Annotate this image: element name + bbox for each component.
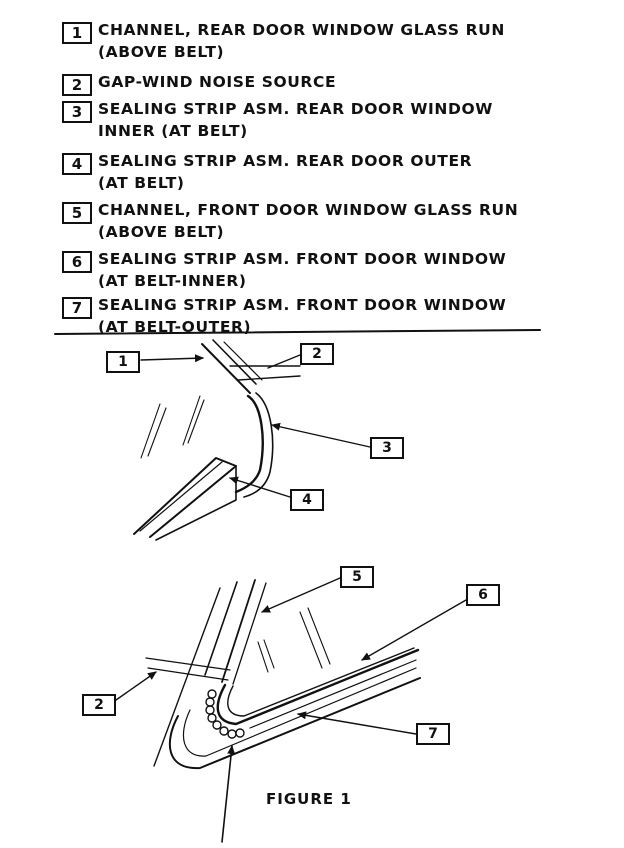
- gap-indicator: [229, 365, 301, 381]
- gap-indicator-front: [145, 657, 231, 681]
- rear-door-glass-run-channel: [201, 343, 251, 394]
- section-divider: [54, 329, 541, 335]
- glass-reflection-marks: [140, 395, 205, 459]
- leader-line-1: [140, 354, 204, 363]
- legend-line-1: SEALING STRIP ASM. REAR DOOR WINDOW: [98, 100, 493, 118]
- legend-number-box: 1: [62, 22, 92, 44]
- legend-number-box: 6: [62, 251, 92, 273]
- legend-description: SEALING STRIP ASM. FRONT DOOR WINDOW (AT…: [98, 248, 506, 292]
- callout-box-3: 3: [370, 437, 404, 459]
- legend-line-2: (AT BELT-INNER): [98, 272, 247, 290]
- callout-box-2-lower: 2: [82, 694, 116, 716]
- legend-number-box: 4: [62, 153, 92, 175]
- legend-line-2: (ABOVE BELT): [98, 43, 225, 61]
- leader-line-bottom: [221, 745, 236, 843]
- legend-line-1: GAP-WIND NOISE SOURCE: [98, 73, 337, 91]
- callout-box-5: 5: [340, 566, 374, 588]
- legend-line-1: SEALING STRIP ASM. FRONT DOOR WINDOW: [98, 250, 507, 268]
- leader-line-6: [361, 599, 467, 661]
- front-door-belt-view: [115, 577, 467, 843]
- rear-door-inner-sealing-strip: [234, 394, 264, 494]
- legend-item-5: 5 CHANNEL, FRONT DOOR WINDOW GLASS RUN (…: [58, 198, 538, 242]
- legend-line-2: (AT BELT): [98, 174, 185, 192]
- leader-line-5: [261, 577, 341, 613]
- front-door-glass-run-channel: [221, 579, 256, 683]
- legend-line-2: (AT BELT-OUTER): [98, 318, 252, 336]
- legend-item-3: 3 SEALING STRIP ASM. REAR DOOR WINDOW IN…: [58, 97, 538, 141]
- leader-line-2-lower: [115, 671, 157, 701]
- front-door-outer-sealing-bead: [205, 689, 245, 739]
- door-pillar: [153, 587, 221, 767]
- legend-description: SEALING STRIP ASM. FRONT DOOR WINDOW (AT…: [98, 294, 506, 338]
- legend-item-7: 7 SEALING STRIP ASM. FRONT DOOR WINDOW (…: [58, 293, 538, 337]
- legend-description: CHANNEL, FRONT DOOR WINDOW GLASS RUN (AB…: [98, 199, 518, 243]
- legend-item-1: 1 CHANNEL, REAR DOOR WINDOW GLASS RUN (A…: [58, 18, 538, 62]
- legend-line-1: SEALING STRIP ASM. FRONT DOOR WINDOW: [98, 296, 507, 314]
- callout-box-6: 6: [466, 584, 500, 606]
- legend-item-6: 6 SEALING STRIP ASM. FRONT DOOR WINDOW (…: [58, 247, 538, 291]
- leader-line-3: [271, 422, 371, 448]
- leader-line-7: [297, 711, 417, 735]
- legend-number-box: 5: [62, 202, 92, 224]
- legend-description: CHANNEL, REAR DOOR WINDOW GLASS RUN (ABO…: [98, 19, 505, 63]
- leader-line-4: [229, 476, 291, 498]
- legend-line-1: CHANNEL, REAR DOOR WINDOW GLASS RUN: [98, 21, 505, 39]
- callout-box-1: 1: [106, 351, 140, 373]
- front-door-inner-sealing-strip: [216, 648, 420, 726]
- legend-description: GAP-WIND NOISE SOURCE: [98, 71, 336, 93]
- leader-line-2: [267, 354, 301, 369]
- legend-description: SEALING STRIP ASM. REAR DOOR WINDOW INNE…: [98, 98, 493, 142]
- callout-box-2: 2: [300, 343, 334, 365]
- figure-caption: FIGURE 1: [266, 790, 352, 808]
- legend-number-box: 7: [62, 297, 92, 319]
- front-door-outer-panel: [168, 677, 421, 770]
- rear-door-outer-sealing-strip: [133, 457, 237, 538]
- legend-item-4: 4 SEALING STRIP ASM. REAR DOOR OUTER (AT…: [58, 149, 538, 193]
- legend-item-2: 2 GAP-WIND NOISE SOURCE: [58, 70, 538, 114]
- glass-reflection-marks-front: [257, 607, 331, 673]
- legend-line-2: INNER (AT BELT): [98, 122, 248, 140]
- rear-door-belt-view: [133, 339, 371, 541]
- legend-description: SEALING STRIP ASM. REAR DOOR OUTER (AT B…: [98, 150, 472, 194]
- legend-line-1: SEALING STRIP ASM. REAR DOOR OUTER: [98, 152, 473, 170]
- legend-line-1: CHANNEL, FRONT DOOR WINDOW GLASS RUN: [98, 201, 519, 219]
- legend-line-2: (ABOVE BELT): [98, 223, 225, 241]
- callout-box-4: 4: [290, 489, 324, 511]
- callout-box-7: 7: [416, 723, 450, 745]
- legend-number-box: 2: [62, 74, 92, 96]
- legend-number-box: 3: [62, 101, 92, 123]
